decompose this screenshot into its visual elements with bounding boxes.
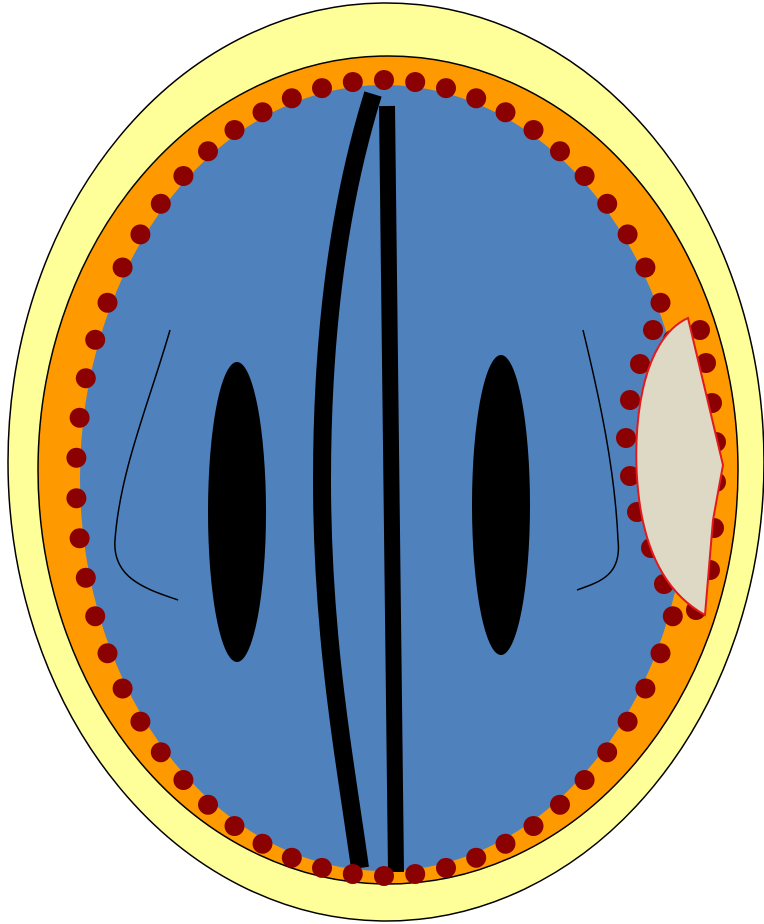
ring-dot [575,166,595,186]
ring-dot [374,70,394,90]
ring-dot [70,408,90,428]
ring-dot [436,858,456,878]
ring-dot [282,88,302,108]
ring-dot [550,795,570,815]
ring-dot [98,293,118,313]
ring-dot [225,816,245,836]
ring-dot [151,194,171,214]
ring-dot [635,679,655,699]
right-black-oval [472,355,530,655]
ring-dot [405,864,425,884]
ring-dot [524,120,544,140]
ring-dot [85,606,105,626]
ring-dot [436,78,456,98]
ring-dot [496,834,516,854]
ring-dot [343,72,363,92]
ring-dot [374,866,394,886]
ring-dot [76,568,96,588]
ring-dot [663,606,683,626]
ring-dot [575,770,595,790]
ring-dot [113,679,133,699]
ring-dot [66,488,86,508]
left-black-oval [208,362,266,662]
ring-dot [253,102,273,122]
ring-dot [618,712,638,732]
ring-dot [635,258,655,278]
ring-dot [173,770,193,790]
ring-dot [651,643,671,663]
ring-dot [597,194,617,214]
ring-dot [282,848,302,868]
ring-dot [312,858,332,878]
ring-dot [466,848,486,868]
ring-dot [466,88,486,108]
ring-dot [225,120,245,140]
ring-dot [198,795,218,815]
ring-dot [253,834,273,854]
ring-dot [312,78,332,98]
straight-black-bar [387,106,396,872]
ring-dot [343,864,363,884]
cap-dot [616,428,636,448]
ring-dot [173,166,193,186]
ring-dot [550,141,570,161]
ring-dot [130,224,150,244]
ring-dot [651,293,671,313]
ring-dot [113,258,133,278]
ring-dot [151,742,171,762]
cap-dot [643,320,663,340]
ring-dot [85,330,105,350]
ring-dot [524,816,544,836]
cap-dot [620,390,640,410]
ring-dot [405,72,425,92]
ring-dot [618,224,638,244]
ring-dot [597,742,617,762]
ring-dot [98,643,118,663]
ring-dot [66,448,86,468]
ring-dot [130,712,150,732]
ring-dot [76,368,96,388]
ring-dot [496,102,516,122]
ring-dot [198,141,218,161]
ring-dot [70,528,90,548]
